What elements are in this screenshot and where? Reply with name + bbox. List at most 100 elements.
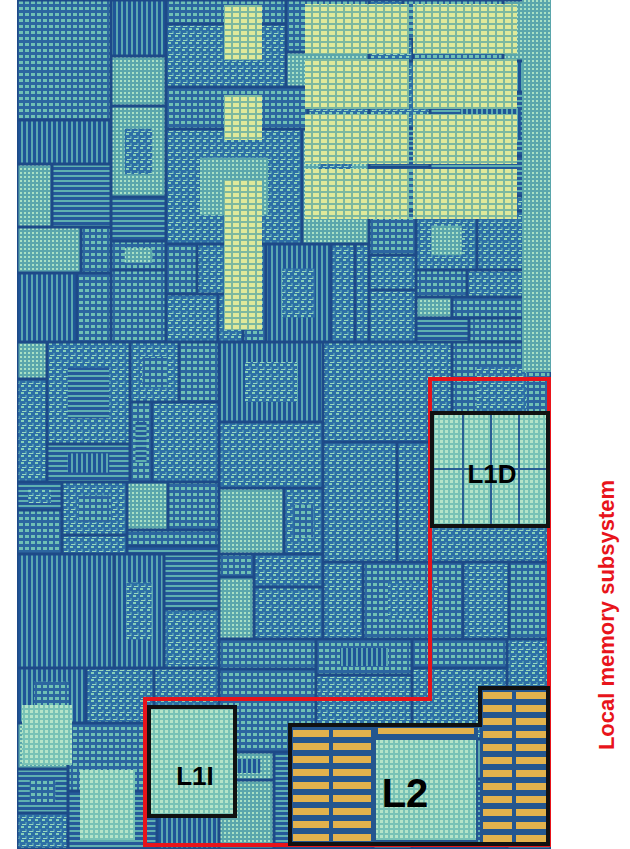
circuit-block (333, 246, 354, 341)
circuit-feature (305, 59, 409, 109)
circuit-block (19, 229, 80, 272)
circuit-block (357, 246, 368, 341)
circuit-block (381, 222, 405, 244)
circuit-feature (516, 783, 546, 790)
circuit-feature (22, 705, 72, 765)
circuit-feature (483, 757, 512, 764)
cache-label: L1D (467, 461, 516, 487)
circuit-block (129, 548, 218, 553)
circuit-block (170, 484, 218, 529)
circuit-block (127, 583, 152, 640)
circuit-block (113, 58, 165, 105)
circuit-feature (413, 114, 517, 164)
circuit-block (221, 641, 315, 668)
circuit-block (136, 422, 147, 462)
circuit-block (337, 269, 349, 318)
circuit-block (49, 446, 129, 481)
circuit-block (245, 362, 297, 402)
memory-region: Local memory subsystemL1DL1IL2 (143, 377, 551, 848)
circuit-block (318, 641, 411, 674)
circuit-block (54, 166, 110, 226)
circuit-block (132, 404, 151, 481)
circuit-block (125, 129, 153, 175)
die-features (22, 0, 551, 845)
circuit-block (125, 248, 153, 263)
circuit-block (243, 647, 292, 662)
circuit-block (129, 484, 167, 529)
circuit-feature (516, 757, 546, 764)
circuit-feature (293, 795, 329, 802)
circuit-feature (483, 796, 512, 803)
circuit-block (371, 257, 415, 289)
circuit-block (19, 275, 76, 341)
circuit-block (221, 556, 253, 576)
circuit-feature (333, 769, 371, 776)
cache-label: L1I (176, 763, 214, 789)
circuit-block (179, 306, 205, 330)
circuit-block (511, 564, 550, 638)
circuit-block (19, 344, 46, 378)
circuit-block (294, 505, 314, 538)
outline-path (145, 379, 549, 845)
circuit-feature (516, 796, 546, 803)
outline-path (290, 688, 548, 844)
circuit-block (79, 275, 110, 341)
circuit-block (88, 670, 153, 722)
circuit-block (19, 771, 67, 812)
circuit-block (28, 489, 51, 503)
circuit-feature (333, 782, 371, 789)
circuit-block (166, 611, 218, 667)
circuit-block (132, 344, 178, 401)
circuit-block (142, 357, 167, 387)
circuit-block (340, 648, 388, 666)
circuit-feature (290, 725, 478, 845)
die-blocks (19, 2, 550, 848)
circuit-feature (293, 782, 329, 789)
circuit-feature (378, 728, 474, 734)
circuit-block (68, 368, 110, 419)
circuit-feature (516, 718, 546, 725)
die-ground (17, 0, 551, 849)
circuit-block (418, 272, 466, 296)
circuit-block (465, 564, 508, 638)
circuit-block (221, 424, 322, 487)
circuit-block (221, 344, 322, 421)
circuit-feature (305, 114, 409, 164)
circuit-block (113, 272, 165, 341)
circuit-feature (376, 740, 476, 840)
circuit-block (431, 226, 462, 256)
circuit-feature (305, 169, 409, 219)
circuit-block (113, 108, 165, 196)
cache-label: L2 (382, 773, 429, 813)
circuit-block (19, 815, 67, 848)
circuit-block (49, 344, 129, 443)
circuit-feature (293, 743, 329, 750)
circuit-block (19, 512, 61, 553)
circuit-feature (483, 770, 512, 777)
circuit-block (113, 243, 165, 269)
circuit-block (256, 556, 322, 586)
circuit-block (30, 780, 56, 802)
circuit-feature (293, 730, 329, 737)
circuit-feature (483, 705, 512, 712)
circuit-block (371, 292, 415, 341)
circuit-feature (149, 707, 235, 816)
region-outline (288, 686, 550, 846)
circuit-feature (480, 688, 549, 845)
circuit-block (418, 213, 476, 269)
circuit-block (221, 490, 283, 553)
circuit-feature (305, 4, 409, 54)
circuit-feature (483, 783, 512, 790)
circuit-block (221, 579, 253, 638)
circuit-block (233, 759, 261, 773)
circuit-feature (333, 821, 371, 828)
circuit-feature (516, 809, 546, 816)
circuit-block (67, 180, 97, 212)
circuit-feature (522, 0, 551, 372)
circuit-feature (516, 770, 546, 777)
circuit-block (414, 641, 506, 667)
circuit-feature (224, 5, 262, 60)
circuit-block (19, 122, 110, 163)
circuit-feature (333, 743, 371, 750)
